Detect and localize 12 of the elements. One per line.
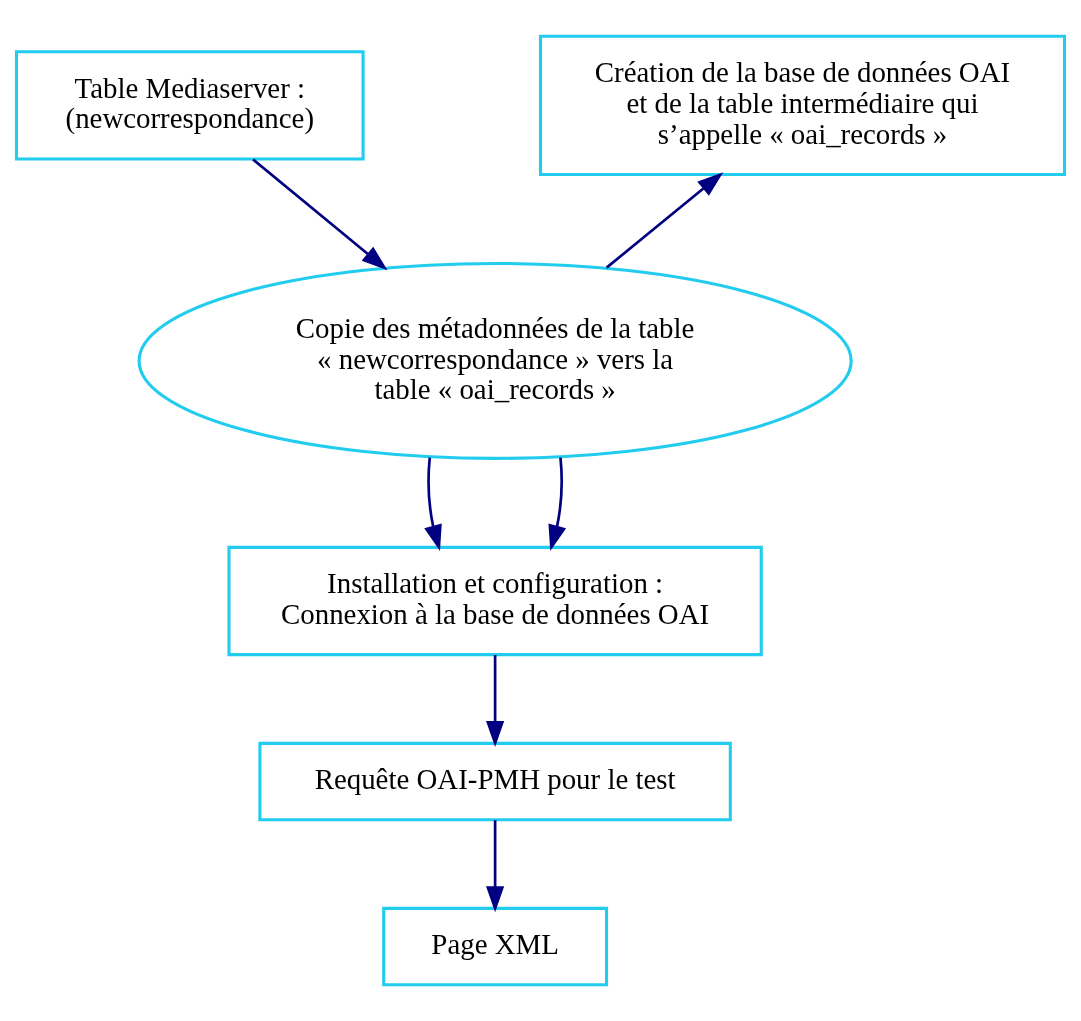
- node-box: Requête OAI-PMH pour le test: [258, 741, 732, 822]
- node-box: Création de la base de données OAI et de la table intermédiaire qui s’appelle « oai_records »: [538, 34, 1067, 177]
- node-box: Table Mediaserver : (newcorrespondance): [14, 50, 365, 161]
- node-ellipse: Copie des métadonnées de la table « newcorrespondance » vers la table « oai_records »: [137, 261, 853, 460]
- node-box: Page XML: [382, 906, 609, 987]
- arrow: [486, 820, 505, 913]
- arrow: [486, 655, 505, 747]
- arrow: [252, 158, 388, 271]
- arrow: [605, 172, 724, 269]
- arrow: [424, 457, 442, 551]
- node-box: Installation et configuration : Connexion à la base de données OAI: [227, 545, 763, 657]
- arrow: [548, 457, 566, 551]
